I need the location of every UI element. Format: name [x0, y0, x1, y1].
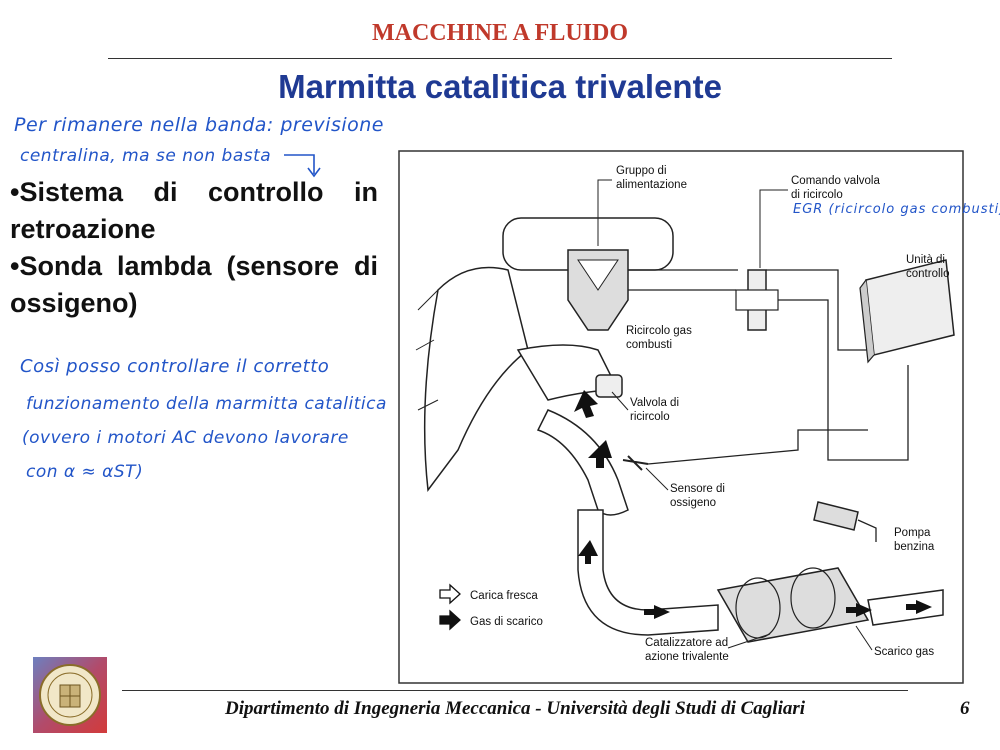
control-wire-2 [778, 299, 909, 461]
label-gruppo-line2: alimentazione [616, 179, 687, 191]
catalytic-converter [716, 567, 870, 643]
control-unit [859, 259, 955, 364]
intake-runner [516, 344, 620, 401]
handwritten-note-top-line2: centralina, ma se non basta [20, 146, 272, 166]
header-divider [108, 58, 892, 59]
exhaust-pipe [577, 509, 719, 636]
label-comando-line2: di ricircolo [791, 189, 843, 201]
handwritten-note-bottom-line3: (ovvero i motori AC devono lavorare [22, 428, 349, 448]
handwritten-note-egr: EGR (ricircolo gas combusti) [793, 202, 1000, 217]
label-ricircolo-line2: combusti [626, 339, 672, 351]
leader-catalizzatore [727, 633, 771, 649]
course-title: MACCHINE A FLUIDO [371, 20, 629, 46]
university-seal-logo [33, 657, 107, 733]
exhaust-manifold [536, 409, 629, 516]
legend-fresh-arrow-icon [439, 583, 461, 605]
engine-block [423, 266, 529, 492]
leader-valvola [611, 391, 629, 411]
footer-divider [122, 690, 908, 691]
handwritten-note-bottom-line2: funzionamento della marmitta catalitica [26, 394, 387, 414]
label-catalizzatore-line2: azione trivalente [645, 651, 729, 663]
label-gruppo-line1: Gruppo di [616, 165, 667, 177]
diagram-frame [398, 150, 964, 684]
engine-cooling-fins [415, 289, 439, 411]
label-scarico: Scarico gas [874, 646, 934, 658]
label-valvola-line1: Valvola di [630, 397, 679, 409]
fuel-pump [813, 501, 877, 542]
legend-exhaust-label: Gas di scarico [470, 616, 543, 628]
bullet-2-line2: ossigeno) [10, 288, 138, 318]
catalytic-converter-diagram: Gruppo di alimentazione Comando valvola … [398, 150, 964, 684]
label-pompa-line2: benzina [894, 541, 935, 553]
egr-valve-body [595, 374, 623, 398]
bullet-1-line2: retroazione [10, 214, 156, 244]
oxygen-sensor [622, 455, 649, 471]
leader-scarico [855, 625, 873, 651]
exhaust-flow-arrows [574, 390, 932, 619]
control-wire-1 [766, 269, 868, 351]
slide-title: Marmitta catalitica trivalente [278, 68, 722, 105]
label-sensore-line1: Sensore di [670, 483, 725, 495]
handwritten-note-bottom-line4: con α ≈ αST) [26, 462, 144, 482]
footer-department: Dipartimento di Ingegneria Meccanica - U… [224, 698, 806, 719]
legend-exhaust-arrow-icon [439, 609, 461, 631]
label-catalizzatore-line1: Catalizzatore ad [645, 637, 728, 649]
label-unita-line1: Unità di [906, 254, 945, 266]
leader-comando [759, 189, 788, 268]
label-valvola-line2: ricircolo [630, 411, 670, 423]
handwritten-note-top-line1: Per rimanere nella banda: previsione [14, 114, 384, 136]
label-comando-line1: Comando valvola [791, 175, 880, 187]
sensor-wire [647, 429, 868, 465]
label-unita-line2: controllo [906, 268, 949, 280]
egr-lines [628, 269, 738, 291]
egr-control-valve-head [735, 289, 779, 311]
injector-nozzle [577, 259, 619, 291]
page-number: 6 [960, 698, 970, 719]
bullet-list: •Sistema di controllo in retroazione •So… [10, 174, 378, 322]
label-sensore-line2: ossigeno [670, 497, 716, 509]
tail-pipe [867, 589, 944, 626]
bullet-2-line1: •Sonda lambda (sensore di [10, 251, 378, 281]
leader-gruppo [597, 179, 612, 246]
legend-fresh-label: Carica fresca [470, 590, 538, 602]
bullet-1-line1: •Sistema di controllo in [10, 177, 378, 207]
handwritten-arrow-icon [284, 154, 321, 178]
handwritten-note-bottom-line1: Così posso controllare il corretto [20, 356, 330, 377]
leader-sensore [645, 467, 669, 491]
label-ricircolo-line1: Ricircolo gas [626, 325, 692, 337]
label-pompa-line1: Pompa [894, 527, 931, 539]
